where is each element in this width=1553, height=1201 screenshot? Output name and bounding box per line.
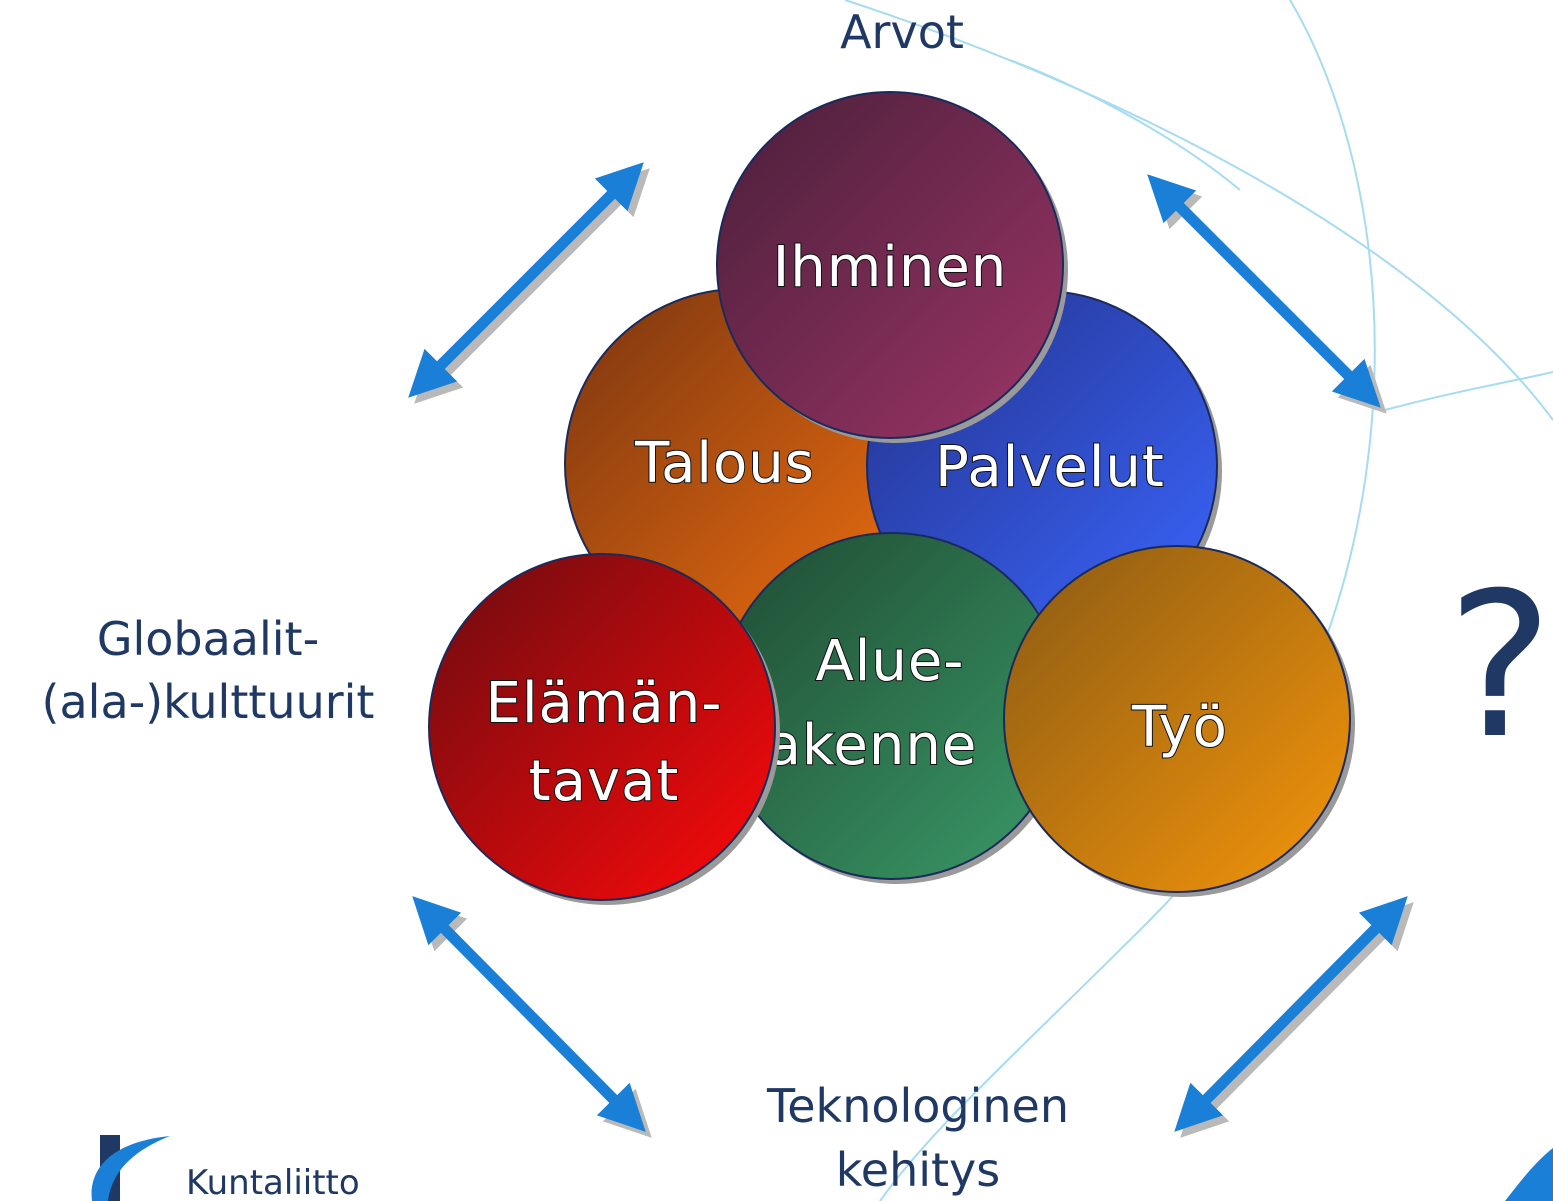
circle-label-tyo: Työ [1131, 695, 1228, 760]
circle-aluerakenne: Alue- rakenne [718, 532, 1070, 884]
circle-label-talous: Talous [634, 431, 815, 496]
context-label-top: Arvot [840, 5, 964, 59]
arrow-top-right [1147, 174, 1381, 408]
logo-text: Kuntaliitto [186, 1163, 360, 1201]
corner-swoosh [1505, 1148, 1553, 1201]
circle-label-elamantavat-line1: Elämän- [486, 671, 723, 736]
question-mark: ? [1447, 550, 1553, 783]
kuntaliitto-logo: Kuntaliitto [91, 1135, 360, 1201]
context-label-bottom-line2: kehitys [836, 1143, 1000, 1197]
decor-arc [1384, 371, 1553, 411]
arrow-bottom-right [1174, 896, 1408, 1132]
circle-group: Talous Palvelut Ihminen Alue- rakenne El… [428, 91, 1355, 905]
logo-swoosh-icon [91, 1136, 170, 1201]
context-label-left-line1: Globaalit- [97, 612, 319, 666]
arrow-bottom-left [412, 896, 646, 1132]
context-label-left-line2: (ala-)kulttuurit [42, 675, 375, 729]
circle-label-ihminen: Ihminen [773, 235, 1008, 300]
circle-ihminen: Ihminen [716, 91, 1068, 443]
arrow-top-left [408, 162, 644, 398]
circle-label-aluerakenne-line2: rakenne [743, 713, 978, 778]
circle-label-palvelut: Palvelut [935, 435, 1165, 500]
context-label-bottom-line1: Teknologinen [766, 1079, 1069, 1133]
decor-arc [1009, 59, 1241, 191]
circle-label-elamantavat-line2: tavat [529, 749, 680, 814]
circle-label-aluerakenne-line1: Alue- [815, 629, 964, 694]
arrows [408, 162, 1414, 1138]
circle-tyo: Työ [1003, 545, 1355, 897]
circle-elamantavat: Elämän- tavat [428, 553, 780, 905]
